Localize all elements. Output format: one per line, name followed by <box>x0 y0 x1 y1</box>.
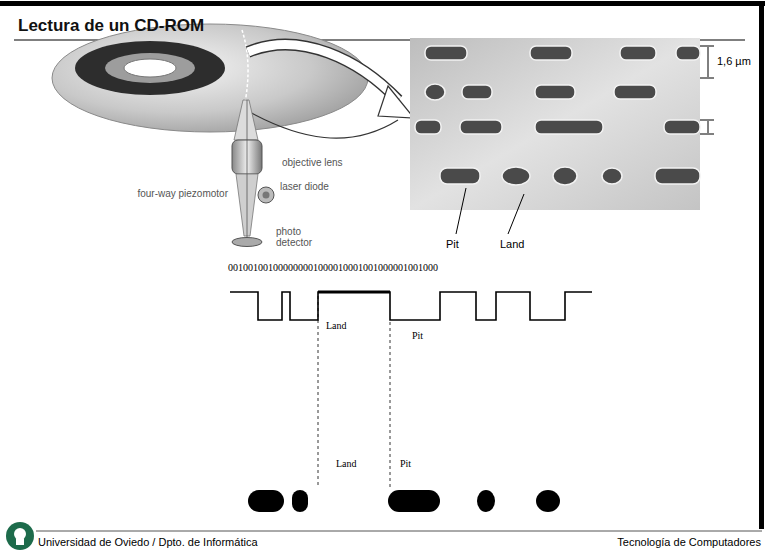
pit-blob <box>248 490 560 512</box>
frame-right <box>759 1 764 529</box>
pits-micrograph <box>410 38 700 210</box>
land-label: Land <box>326 320 347 331</box>
optical-pickup <box>232 100 274 247</box>
land-label: Land <box>336 458 357 469</box>
guide-line <box>318 296 390 488</box>
part-label: four-way piezomotor <box>136 188 228 199</box>
leader-line <box>456 188 524 234</box>
land-level <box>318 291 390 294</box>
dimension-label: 1,6 µm <box>717 55 751 67</box>
footer-rule <box>36 531 762 532</box>
slide-title: Lectura de un CD-ROM <box>18 17 204 36</box>
bit-sequence: 0010010010000000010000100010010000010010… <box>228 262 438 273</box>
part-label: photo detector <box>276 226 326 248</box>
part-label: laser diode <box>280 181 329 192</box>
cd-disc <box>52 24 368 132</box>
footer-text: Universidad de Oviedo / Dpto. de Informá… <box>38 536 258 548</box>
footer-text: Tecnología de Computadores <box>617 536 761 548</box>
land-label: Land <box>500 238 524 250</box>
part-label: objective lens <box>282 157 343 168</box>
pit-label: Pit <box>400 458 411 469</box>
zoom-arrow <box>246 45 414 139</box>
frame-top <box>0 1 765 6</box>
university-logo <box>6 522 34 550</box>
pit-label: Pit <box>412 330 423 341</box>
pit-label: Pit <box>446 238 459 250</box>
signal-waveform <box>230 292 592 320</box>
dimension-bracket <box>700 46 714 134</box>
